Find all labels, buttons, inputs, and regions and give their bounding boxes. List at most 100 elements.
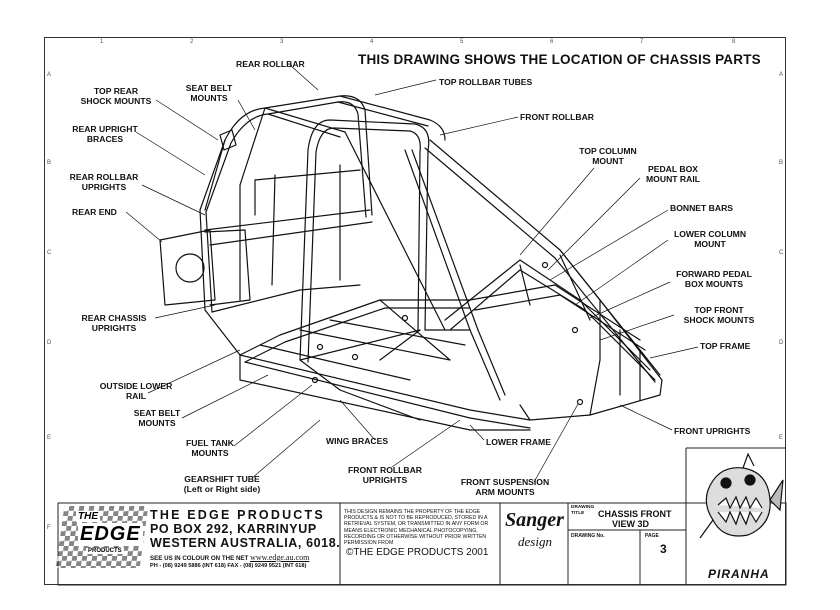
copyright-notice: THIS DESIGN REMAINS THE PROPERTY OF THE … (344, 509, 489, 547)
drawing-number-label: DRAWING No. (571, 533, 605, 539)
label-line: OUTSIDE LOWER (99, 381, 173, 391)
label-rear-upright-braces: REAR UPRIGHT BRACES (70, 124, 140, 144)
label-lower-frame: LOWER FRAME (486, 437, 551, 447)
zone-letter: D (779, 340, 784, 346)
zone-letter: E (47, 435, 52, 441)
drawing-title-label: DRAWING TITLE (571, 505, 595, 516)
label-gearshift-tube: GEARSHIFT TUBE (Left or Right side) (172, 474, 272, 494)
piranha-mascot (699, 452, 784, 539)
zone-number: 2 (190, 39, 194, 45)
label-top-front-shock-mounts: TOP FRONT SHOCK MOUNTS (676, 305, 762, 325)
label-lower-column-mount: LOWER COLUMN MOUNT (666, 229, 754, 249)
label-seat-belt-mounts-top: SEAT BELT MOUNTS (178, 83, 240, 103)
colour-note: SEE US IN COLOUR ON THE NET www.edge.au.… (150, 553, 309, 562)
address-line-1: PO BOX 292, KARRINYUP (150, 522, 317, 536)
designer-logo-2: design (518, 534, 552, 549)
designer-logo-1: Sanger (505, 509, 564, 531)
zone-letter: F (47, 525, 51, 531)
address-line-2: WESTERN AUSTRALIA, 6018. (150, 536, 341, 550)
label-line: FUEL TANK (186, 438, 234, 448)
label-line: RAIL (125, 391, 147, 401)
zone-letter: A (47, 72, 52, 78)
label-line: UPRIGHTS (81, 182, 127, 192)
company-name: THE EDGE PRODUCTS (150, 508, 325, 522)
label-top-frame: TOP FRAME (700, 341, 751, 351)
label-line: TOP REAR (93, 86, 139, 96)
label-line: (Left or Right side) (183, 484, 261, 494)
zone-letter: A (779, 72, 784, 78)
label-line: SHOCK MOUNTS (683, 315, 755, 325)
label-rear-chassis-uprights: REAR CHASSIS UPRIGHTS (72, 313, 156, 333)
phone-fax: PH - (08) 9249 5886 (INT 618) FAX - (08)… (150, 563, 307, 569)
label-forward-pedal-box-mounts: FORWARD PEDAL BOX MOUNTS (668, 269, 760, 289)
drawing-title: THIS DRAWING SHOWS THE LOCATION OF CHASS… (358, 52, 761, 67)
label-front-suspension-arm-mounts: FRONT SUSPENSION ARM MOUNTS (450, 477, 560, 497)
zone-number: 3 (280, 39, 284, 45)
label-line: REAR UPRIGHT (72, 124, 138, 134)
mascot-name: PIRANHA (708, 567, 770, 581)
label-line: FRONT ROLLBAR (348, 465, 422, 475)
label-top-column-mount: TOP COLUMN MOUNT (575, 146, 641, 166)
label-line: TOP COLUMN (579, 146, 637, 156)
label-front-uprights: FRONT UPRIGHTS (674, 426, 751, 436)
copyright-line: ©THE EDGE PRODUCTS 2001 (346, 547, 489, 558)
zone-letter: B (779, 160, 784, 166)
label-wing-braces: WING BRACES (326, 436, 389, 446)
zone-number: 6 (550, 39, 554, 45)
label-rear-rollbar-uprights: REAR ROLLBAR UPRIGHTS (64, 172, 144, 192)
label-line: MOUNT (592, 156, 624, 166)
label-line: REAR CHASSIS (81, 313, 147, 323)
label-line: MOUNTS (138, 418, 176, 428)
label-line: REAR ROLLBAR (69, 172, 139, 182)
label-line: MOUNT RAIL (646, 174, 700, 184)
label-line: UPRIGHTS (91, 323, 137, 333)
zone-letter: C (779, 250, 784, 256)
logo-the: THE (76, 511, 100, 522)
label-rear-end: REAR END (72, 207, 117, 217)
label-line: TOP FRONT (694, 305, 744, 315)
label-rear-rollbar: REAR ROLLBAR (236, 59, 305, 69)
label-line: UPRIGHTS (362, 475, 408, 485)
page-number: 3 (660, 542, 667, 556)
label-line: FRONT SUSPENSION (460, 477, 550, 487)
label-front-rollbar: FRONT ROLLBAR (520, 112, 594, 122)
label-front-rollbar-uprights: FRONT ROLLBAR UPRIGHTS (340, 465, 430, 485)
label-pedal-box-mount-rail: PEDAL BOX MOUNT RAIL (638, 164, 708, 184)
label-line: SEAT BELT (185, 83, 233, 93)
label-line: LOWER COLUMN (673, 229, 747, 239)
label-line: MOUNTS (191, 448, 229, 458)
label-bonnet-bars: BONNET BARS (670, 203, 734, 213)
label-line: MOUNTS (190, 93, 228, 103)
label-line: ARM MOUNTS (475, 487, 535, 497)
logo-word: EDGE (78, 523, 143, 546)
label-line: GEARSHIFT TUBE (184, 474, 260, 484)
label-line: SEAT BELT (133, 408, 181, 418)
label-top-rear-shock-mounts: TOP REAR SHOCK MOUNTS (75, 86, 157, 106)
logo-sub: PRODUCTS (86, 548, 124, 554)
page-label: PAGE (645, 533, 659, 539)
zone-number: 7 (640, 39, 644, 45)
label-fuel-tank-mounts: FUEL TANK MOUNTS (180, 438, 240, 458)
label-line: SHOCK MOUNTS (80, 96, 152, 106)
zone-letter: D (47, 340, 52, 346)
zone-number: 8 (732, 39, 736, 45)
zone-number: 4 (370, 39, 374, 45)
drawing-title-value-2: VIEW 3D (612, 519, 650, 529)
label-outside-lower-rail: OUTSIDE LOWER RAIL (92, 381, 180, 401)
zone-letter: E (779, 435, 784, 441)
drawing-title-value-1: CHASSIS FRONT (598, 509, 672, 519)
label-line: BOX MOUNTS (684, 279, 744, 289)
label-line: FORWARD PEDAL (676, 269, 752, 279)
label-line: MOUNT (694, 239, 726, 249)
zone-letter: B (47, 160, 52, 166)
label-line: BRACES (86, 134, 124, 144)
zone-number: 5 (460, 39, 464, 45)
zone-letter: C (47, 250, 52, 256)
website-link[interactable]: www.edge.au.com (250, 553, 310, 562)
label-line: PEDAL BOX (648, 164, 698, 174)
label-seat-belt-mounts-low: SEAT BELT MOUNTS (128, 408, 186, 428)
zone-number: 1 (100, 39, 104, 45)
label-top-rollbar-tubes: TOP ROLLBAR TUBES (439, 77, 533, 87)
